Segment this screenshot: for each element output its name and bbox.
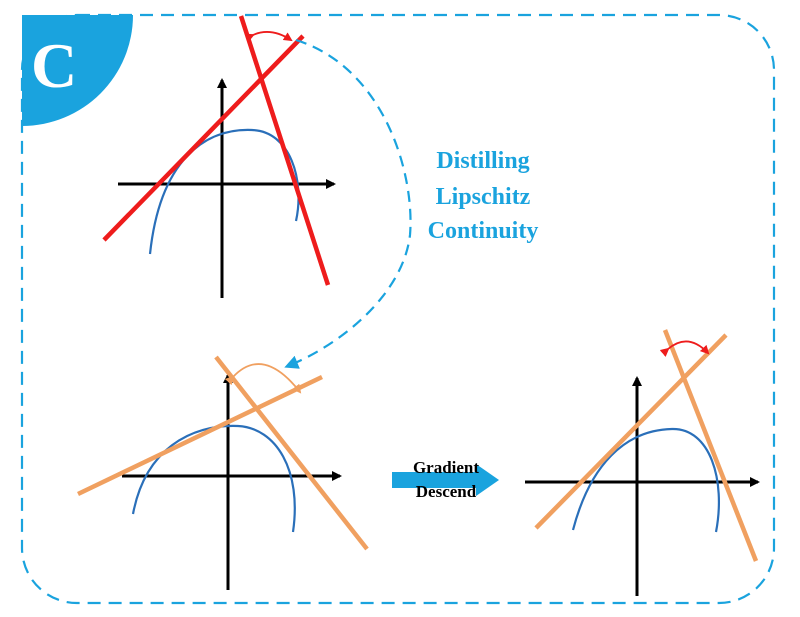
student-before-line-2: [214, 355, 369, 551]
student-after-plot: [525, 329, 760, 596]
teacher-line-1: [102, 34, 305, 242]
panel-badge-letter: C: [31, 30, 77, 101]
student-after-line-2: [662, 329, 759, 562]
gradient-descend-arrow: Gradient Descend: [392, 458, 499, 501]
student-before-angle-arc: [224, 363, 302, 394]
student-before-line-1: [77, 374, 323, 497]
student-before-plot: [77, 355, 369, 590]
student-after-line-1: [534, 333, 728, 530]
teacher-line-2: [238, 15, 331, 286]
distill-caption-line-2: Lipschitz: [436, 184, 531, 210]
distill-caption: Distilling Lipschitz Continuity: [428, 148, 539, 244]
student-after-angle-arc: [659, 340, 710, 357]
gradient-descend-label-line-2: Descend: [416, 482, 477, 501]
distill-connector-arrow: [284, 38, 412, 369]
teacher-plot: [102, 15, 336, 298]
distill-caption-line-1: Distilling: [436, 148, 529, 174]
teacher-curve: [148, 128, 300, 255]
panel-badge: [22, 15, 133, 126]
panel-border: [20, 13, 776, 605]
distill-caption-line-3: Continuity: [428, 218, 539, 244]
student-after-curve: [571, 427, 720, 533]
teacher-angle-arc: [244, 31, 293, 42]
gradient-descend-arrow-shape: [392, 464, 499, 496]
gradient-descend-label-line-1: Gradient: [413, 458, 479, 477]
student-before-curve: [131, 424, 296, 533]
